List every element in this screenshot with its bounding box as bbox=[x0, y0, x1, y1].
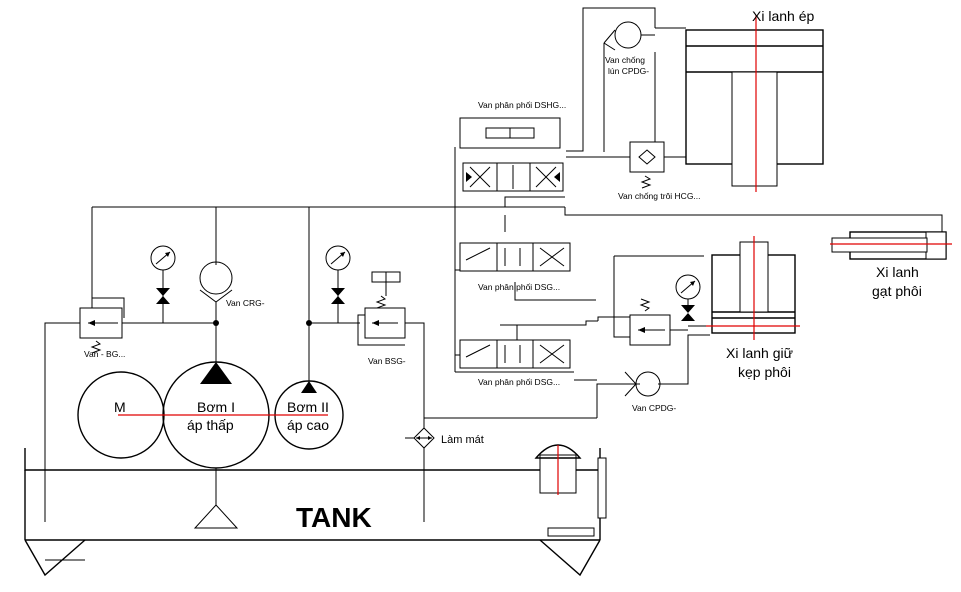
reducing-valve-clamp bbox=[629, 298, 671, 346]
tank-label: TANK bbox=[296, 502, 372, 533]
pump-1-label-b: áp thấp bbox=[187, 417, 234, 433]
pump-2-label-b: áp cao bbox=[287, 417, 329, 433]
pump-2-label-a: Bơm II bbox=[287, 399, 329, 415]
valve-hcg: Van chống trôi HCG... bbox=[618, 141, 701, 201]
xi-lanh-gat-phoi-label-1: Xi lanh bbox=[876, 264, 919, 280]
xi-lanh-ep-label: Xi lanh ép bbox=[752, 8, 814, 24]
pressure-gauge-1 bbox=[150, 245, 176, 304]
van-dshg-label: Van phân phối DSHG... bbox=[478, 100, 566, 110]
van-chong-lun-label-1: Van chống bbox=[605, 55, 645, 65]
van-bg-label: Van - BG... bbox=[84, 349, 125, 359]
cylinder-press: Xi lanh ép bbox=[685, 8, 824, 192]
van-dsg-2-label: Van phân phối DSG... bbox=[478, 377, 560, 387]
van-cpdg-label: Van CPDG- bbox=[632, 403, 676, 413]
van-bsg-label: Van BSG- bbox=[368, 356, 406, 366]
pump-1-label-a: Bơm I bbox=[197, 399, 235, 415]
directional-valve-dsg-1: Van phân phối DSG... bbox=[459, 242, 571, 292]
van-dsg-1-label: Van phân phối DSG... bbox=[478, 282, 560, 292]
xi-lanh-giu-label-2: kẹp phôi bbox=[738, 364, 791, 380]
xi-lanh-gat-phoi-label-2: gạt phôi bbox=[872, 283, 922, 299]
pipes-left bbox=[44, 206, 598, 522]
motor-label: M bbox=[114, 399, 126, 415]
cooler-label: Làm mát bbox=[441, 434, 484, 446]
van-crg-label: Van CRG- bbox=[226, 298, 265, 308]
relief-valve-bsg: Van BSG- bbox=[357, 271, 406, 366]
pipes-right bbox=[454, 7, 943, 390]
relief-valve-bg: Van - BG... bbox=[79, 297, 125, 359]
pressure-gauge-2 bbox=[325, 245, 351, 304]
cylinder-push: Xi lanh gạt phôi bbox=[830, 231, 952, 299]
check-valve-cpdg-bottom: Van CPDG- bbox=[624, 371, 676, 413]
tank: TANK bbox=[24, 448, 607, 577]
breather-cap bbox=[534, 444, 582, 495]
check-valve-crg: Van CRG- bbox=[199, 261, 265, 308]
check-valve-cpdg-top: Van chống lún CPDG- bbox=[603, 21, 655, 76]
pump-1-support bbox=[193, 468, 239, 529]
cooler: Làm mát bbox=[413, 427, 484, 449]
xi-lanh-giu-label-1: Xi lanh giữ bbox=[726, 345, 793, 361]
directional-valve-dsg-2: Van phân phối DSG... bbox=[459, 339, 571, 387]
pressure-gauge-3 bbox=[675, 274, 701, 321]
van-hcg-label: Van chống trôi HCG... bbox=[618, 191, 701, 201]
directional-valve-dshg: Van phân phối DSHG... bbox=[459, 100, 566, 192]
van-chong-lun-label-2: lún CPDG- bbox=[608, 66, 649, 76]
cylinder-clamp: Xi lanh giữ kẹp phôi bbox=[706, 236, 800, 380]
